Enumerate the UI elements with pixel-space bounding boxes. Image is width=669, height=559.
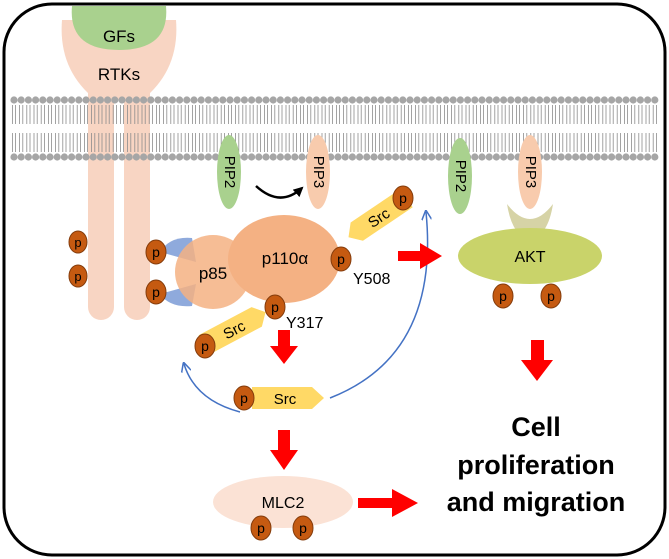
akt-protein (458, 228, 602, 284)
pip2-left: PIP2 (217, 135, 241, 209)
svg-text:p: p (74, 269, 81, 284)
outcome-line-1: Cell (511, 412, 561, 442)
outcome-line-2: proliferation (457, 450, 615, 480)
src-center-phospho-site: p (233, 385, 255, 411)
arrow-p110-to-akt (398, 243, 442, 269)
svg-text:PIP3: PIP3 (310, 156, 327, 189)
rtks-label: RTKs (98, 65, 140, 84)
feedback-arrow-right (329, 212, 428, 399)
pip2-right: PIP2 (448, 138, 472, 214)
pip3-right: PIP3 (518, 135, 542, 209)
svg-text:PIP2: PIP2 (221, 156, 238, 189)
y508-label: Y508 (353, 271, 390, 288)
conversion-arrow (255, 185, 304, 199)
mlc2-phospho-site-2: p (292, 515, 314, 541)
y317-label: Y317 (286, 315, 323, 332)
svg-text:PIP2: PIP2 (452, 160, 469, 193)
svg-text:p: p (399, 190, 407, 206)
src-center: Src (252, 387, 324, 409)
pip3-left: PIP3 (306, 135, 330, 209)
akt-phospho-site-2: p (540, 283, 562, 309)
svg-text:p: p (271, 299, 279, 315)
svg-text:p: p (74, 235, 81, 250)
feedback-arrow-left (184, 364, 241, 413)
cell-membrane (10, 96, 659, 161)
svg-text:p: p (499, 288, 507, 304)
p110-label: p110α (262, 249, 309, 268)
p85-phospho-site-2: p (145, 279, 167, 305)
svg-text:PIP3: PIP3 (522, 156, 539, 189)
svg-text:p: p (547, 288, 555, 304)
arrow-y317-to-src (270, 330, 298, 364)
growth-factor (71, 6, 167, 50)
mlc2-label: MLC2 (262, 495, 305, 512)
svg-text:p: p (152, 284, 160, 300)
arrow-src-to-mlc2 (270, 430, 298, 470)
src-y317: Src (198, 307, 266, 355)
svg-text:p: p (152, 244, 160, 260)
svg-text:p: p (337, 251, 345, 267)
y508-phospho-site: p (330, 246, 352, 272)
svg-text:p: p (257, 520, 265, 536)
akt-label: AKT (514, 249, 545, 266)
rtk-phospho-site-1: p (68, 230, 88, 254)
p85-phospho-site-1: p (145, 239, 167, 265)
gfs-label: GFs (103, 27, 135, 46)
src-top-phospho-site: p (392, 185, 414, 211)
mlc2-phospho-site-1: p (250, 515, 272, 541)
svg-text:p: p (201, 338, 209, 354)
src-y317-phospho-site: p (194, 333, 216, 359)
y317-phospho-site: p (264, 294, 286, 320)
p110-subunit (228, 215, 340, 303)
arrow-akt-to-outcome (521, 340, 553, 381)
outcome-line-3: and migration (447, 487, 626, 517)
p85-label: p85 (199, 264, 227, 283)
svg-text:Src: Src (274, 391, 297, 408)
svg-text:p: p (240, 390, 248, 406)
arrow-mlc2-to-outcome (358, 489, 418, 517)
svg-text:p: p (299, 520, 307, 536)
rtk-receptor (61, 20, 177, 320)
rtk-phospho-site-2: p (68, 264, 88, 288)
mlc2-protein (213, 476, 353, 528)
akt-phospho-site-1: p (492, 283, 514, 309)
